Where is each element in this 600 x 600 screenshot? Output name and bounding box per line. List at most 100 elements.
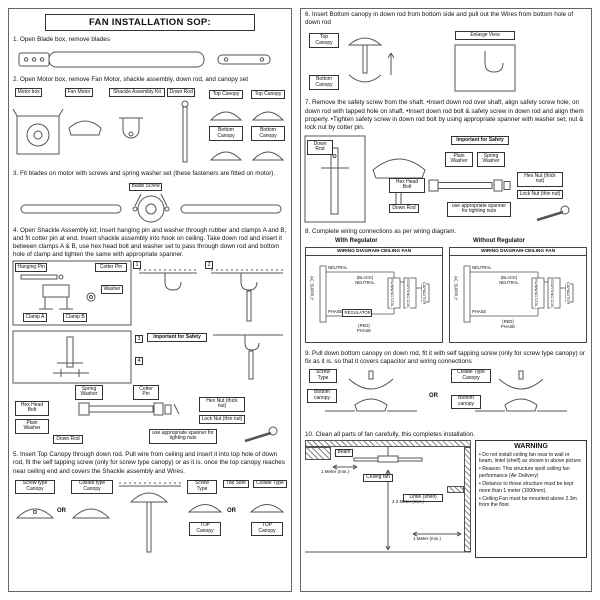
page-title: FAN INSTALLATION SOP: xyxy=(45,14,255,31)
hex-head-bolt-label: Hex Head Bolt xyxy=(15,401,49,416)
spring-washer-label-s7: Spring Washer xyxy=(477,152,505,167)
down-rod-label: Down Rod xyxy=(167,88,196,98)
or-text-1: OR xyxy=(57,507,66,514)
ac-supply-label-b: AC SUPPLY xyxy=(453,276,459,301)
neutral-label-a: NEUTRAL xyxy=(328,265,348,271)
warning-bullet-3: • Distance to those structure must be ke… xyxy=(479,481,574,494)
step-10-text: 10. Clean all parts of fan carefully, th… xyxy=(305,430,475,438)
clamp-b-label: Clamp B xyxy=(63,313,88,322)
step-6-diagram: Top Canopy Bottom Canopy Enlarge View xyxy=(305,29,587,95)
red-phase-label-a: (RED) PHASE xyxy=(356,323,372,333)
wiring-diagram-without-regulator: WIRING DIAGRAM-CEILING FAN xyxy=(449,247,587,344)
down-rod-label-s7a: Down Rod xyxy=(307,140,333,155)
washer-label: Washer xyxy=(101,285,124,294)
step-2-text: 2. Open Motor box, remove Fan Motor, sha… xyxy=(13,76,249,84)
motor-box-contents-drawing xyxy=(12,100,285,163)
one-meter-label-left: 1 Meter (min.) xyxy=(321,468,350,474)
down-rod-label-s7b: Down Rod xyxy=(389,204,419,213)
two-point-three-meter-label: 2.3 Meter (min.) xyxy=(392,498,424,504)
step-1-diagram xyxy=(13,46,287,72)
capacitor-label-b: CAPACITOR xyxy=(565,282,571,305)
bottom-canopy-insert-drawing xyxy=(347,37,516,92)
step-9-text: 9. Pull down bottom canopy on down rod, … xyxy=(305,350,585,366)
lock-nut-label-s7: Lock Nut (thin nut) xyxy=(517,190,563,199)
collate-type-label: Collate Type xyxy=(253,479,287,489)
phase-label-b: PHASE xyxy=(472,309,487,315)
step-number-3: 3 xyxy=(135,335,143,344)
clamp-a-label: Clamp A xyxy=(23,313,47,322)
step-number-4: 4 xyxy=(135,357,143,366)
warning-bullet-2: • Reason: This structure spoil ceiling f… xyxy=(479,466,570,479)
lintel-block xyxy=(447,485,464,493)
step-number-1: 1 xyxy=(133,261,141,270)
one-meter-label-bottom: 1 Meter (min.) xyxy=(413,535,442,541)
step-5-text: 5. Insert Top Canopy through down rod. P… xyxy=(13,451,285,475)
plain-washer-label: Plain Washer xyxy=(15,419,49,434)
wiring-title-a: WIRING DIAGRAM-CEILING FAN xyxy=(306,248,442,257)
bottom-canopy-fit-drawing xyxy=(325,370,567,412)
collate-type-canopy-label: Collate type Canopy xyxy=(71,479,113,495)
step-10-bottom-row: Beam Ceiling fan Lintel (shelf) 1 Meter … xyxy=(301,439,591,558)
blades-on-motor-drawing xyxy=(20,193,282,223)
screw-type-label-s9: Screw Type xyxy=(309,368,337,384)
step-4-diagram: Hanging Pin Cotter Pin Washer Clamp A Cl… xyxy=(12,260,287,447)
beam-block xyxy=(305,446,331,460)
warning-bullet-1: • Do not install ceiling fan near to wal… xyxy=(479,451,581,465)
bottom-canopy-label-2: Bottom Canopy xyxy=(251,126,285,141)
spring-washer-label: Spring Washer xyxy=(75,385,103,400)
bottom-canopy-label-s9a: Bottom canopy xyxy=(307,388,337,404)
neutral-label-b: NEUTRAL xyxy=(472,265,492,271)
motor-box-label: Motor box xyxy=(15,88,43,98)
without-regulator-heading: Without Regulator xyxy=(473,238,525,245)
step-5-diagram: Screw type Canopy OR Collate type Canopy… xyxy=(13,478,287,562)
screw-type-label: Screw Type xyxy=(187,479,217,495)
fan-blade-drawing xyxy=(18,51,271,68)
fan-motor-label: Fan Motor xyxy=(65,88,93,98)
top-canopy-label-b: TOP Canopy xyxy=(251,521,283,537)
or-text-2: OR xyxy=(227,507,236,514)
regulator-label: REGULATOR xyxy=(342,309,372,318)
red-phase-label-b: (RED) PHASE xyxy=(500,319,516,329)
step-7-text: 7. Remove the safety screw from the shaf… xyxy=(305,99,584,131)
room-clearance-diagram: Beam Ceiling fan Lintel (shelf) 1 Meter … xyxy=(305,439,471,558)
plain-washer-label-s7: Plain Washer xyxy=(445,152,473,167)
down-rod-label-s4: Down Rod xyxy=(53,435,83,444)
starting-coil-label-a: STARTING COIL xyxy=(405,279,411,309)
top-canopy-label-2: Top Canopy xyxy=(251,90,285,100)
top-canopy-types-drawing xyxy=(15,482,285,553)
left-column: FAN INSTALLATION SOP: 1. Open Blade box,… xyxy=(8,8,292,592)
hanging-pin-label: Hanging Pin xyxy=(15,263,48,272)
black-neutral-label-a: (BLACK) NEUTRAL xyxy=(355,275,375,285)
top-canopy-label-a: TOP Canopy xyxy=(189,521,221,537)
warning-bullet-4: • Ceiling Fan must be mounted above 2.3m… xyxy=(479,495,577,509)
shackle-assembly-drawing xyxy=(12,260,283,443)
enlarge-view-label: Enlarge View xyxy=(455,31,515,41)
cotter-pin-label-2: Cotter Pin xyxy=(133,385,159,400)
ceiling-fan-label: Ceiling fan xyxy=(363,473,393,483)
wiring-title-b: WIRING DIAGRAM-CEILING FAN xyxy=(450,248,586,257)
ac-supply-label-a: AC SUPPLY xyxy=(309,276,315,301)
lintel-shelf-label: Lintel (shelf) xyxy=(403,493,443,503)
running-coil-label-b: RUNNING COIL xyxy=(533,279,539,308)
warning-title: WARNING xyxy=(514,442,548,450)
screw-type-canopy-label: Screw type Canopy xyxy=(15,479,55,495)
step-3-text: 3. Fit blades on motor with screws and s… xyxy=(13,170,276,178)
collate-type-canopy-label-s9: Collate Type Canopy xyxy=(451,368,491,384)
hex-nut-label: Hex Nut (thick nut) xyxy=(199,397,245,412)
blade-screw-label: Blade Screw xyxy=(129,182,163,192)
phase-label-a: PHASE xyxy=(328,309,343,315)
spanner-note-label-s7: use appropriate spanner for tighting nut… xyxy=(447,202,511,217)
top-canopy-label-1: Top Canopy xyxy=(209,90,243,100)
bottom-canopy-label-1: Bottom Canopy xyxy=(209,126,243,141)
top-side-label: Top Side xyxy=(223,479,249,489)
wiring-diagram-with-regulator: WIRING DIAGRAM-CEILING FAN xyxy=(305,247,443,344)
bottom-canopy-label-s9b: Bottom canopy xyxy=(451,394,481,410)
spanner-note-label: use appropriate spanner for tighting nut… xyxy=(149,429,217,444)
wiring-lines-a xyxy=(319,265,430,323)
important-for-safety-label-s7: Important for Safety xyxy=(451,136,509,145)
step-8-text: 8. Complete wiring connections as per wi… xyxy=(305,228,457,236)
starting-coil-label-b: STARTING COIL xyxy=(549,279,555,309)
or-text-s9: OR xyxy=(429,392,438,399)
ceiling-hatch xyxy=(305,439,471,447)
step-9-diagram: Screw Type Bottom canopy OR Collate Type… xyxy=(305,368,587,427)
